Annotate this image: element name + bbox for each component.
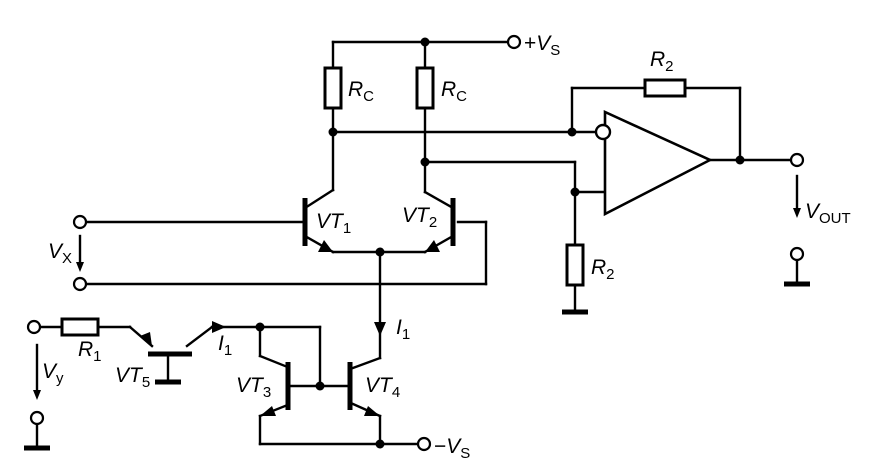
vy-arrow: [33, 390, 41, 400]
terminal-vout: [789, 152, 805, 168]
resistor-rc-left: [323, 66, 343, 110]
label-r2-ground: R2: [591, 256, 615, 283]
transistor-vt3: [260, 362, 291, 416]
i1-tail-arrow: [374, 322, 386, 336]
op-amp: [594, 109, 713, 217]
voltage-arrows: [33, 174, 801, 400]
terminal-minus-vs: [416, 436, 432, 452]
label-rc-right: RC: [441, 78, 467, 105]
emitter-arrow-vt4: [364, 406, 380, 416]
i1-input-arrow: [212, 321, 226, 333]
vx-arrow: [76, 262, 84, 272]
resistor-rc-right: [415, 66, 435, 110]
current-arrows: [212, 321, 386, 336]
vout-arrow: [793, 208, 801, 218]
label-r1: R1: [78, 338, 102, 365]
emitter-arrow-vt5: [140, 332, 152, 346]
op-amp-triangle: [603, 109, 713, 217]
resistor-r2-feedback: [643, 78, 687, 98]
emitter-arrow-vt1: [318, 240, 333, 252]
label-vx: VX: [48, 240, 72, 267]
transistor-vt5: [140, 332, 192, 357]
label-vy: Vy: [42, 360, 64, 387]
junction-dots: [255, 37, 745, 449]
label-vt5: VT5: [115, 364, 150, 391]
terminal-vout-ground: [789, 246, 805, 262]
label-minus-vs: −VS: [434, 435, 470, 462]
label-vout: VOUT: [805, 200, 851, 227]
transistor-vt1: [302, 188, 335, 254]
label-vt2: VT2: [402, 204, 437, 231]
terminal-vy-ground: [29, 410, 45, 426]
label-plus-vs: +VS: [524, 32, 560, 59]
resistor-r2-ground: [565, 243, 585, 287]
emitter-arrow-vt3: [260, 406, 276, 416]
terminal-vy: [26, 319, 42, 335]
label-vt4: VT4: [365, 374, 400, 401]
transistor-vt2: [423, 190, 456, 254]
transistor-vt4: [347, 362, 380, 416]
resistor-r1: [60, 317, 100, 337]
terminal-vx-minus: [72, 276, 88, 292]
emitter-arrow-vt2: [425, 240, 440, 252]
label-vt1: VT1: [316, 210, 351, 237]
label-i1-tail: I1: [396, 316, 410, 343]
label-r2-feedback: R2: [650, 48, 674, 75]
terminals: [26, 34, 805, 452]
label-vt3: VT3: [236, 374, 271, 401]
labels: +VS −VS RC RC R2 R2 R1 VT1 VT2 VT3 VT4 V…: [42, 32, 851, 462]
inverting-input-bubble: [594, 123, 612, 141]
label-i1-input: I1: [218, 332, 232, 359]
label-rc-left: RC: [348, 78, 374, 105]
terminal-plus-vs: [506, 34, 522, 50]
terminal-vx-plus: [72, 214, 88, 230]
